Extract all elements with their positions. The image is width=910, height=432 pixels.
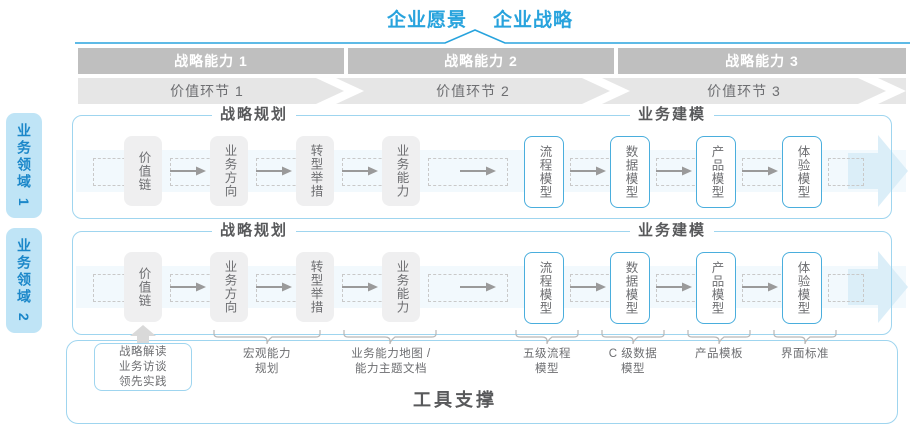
domain-tab-2: 业务领域 2 bbox=[6, 228, 42, 333]
row-2-flow-arrow bbox=[848, 251, 908, 323]
row-1-arrow-6 bbox=[656, 166, 692, 176]
capability-cell-3: 战略能力 3 bbox=[618, 48, 906, 74]
row-2-node-data-model[interactable]: 数据模型 bbox=[610, 252, 650, 324]
row-1-node-experience-model[interactable]: 体验模型 bbox=[782, 136, 822, 208]
row-1-planning-caption: 战略规划 bbox=[212, 107, 297, 123]
row-1-arrow-1 bbox=[170, 166, 206, 176]
row-2-node-business-direction[interactable]: 业务方向 bbox=[210, 252, 248, 322]
capability-cell-2: 战略能力 2 bbox=[348, 48, 614, 74]
annotation-data-model: C 级数据 模型 bbox=[608, 348, 658, 375]
row-2-planning-caption: 战略规划 bbox=[212, 223, 297, 239]
row-2-node-product-model[interactable]: 产品模型 bbox=[696, 252, 736, 324]
row-1-track-8 bbox=[828, 158, 864, 186]
brace-interface-standard bbox=[773, 330, 837, 344]
row-2-arrow-5 bbox=[570, 282, 606, 292]
value-chain-label-2: 价值环节 2 bbox=[436, 83, 510, 99]
annotation-product-template: 产品模板 bbox=[695, 348, 743, 360]
row-1-flow-arrow bbox=[848, 135, 908, 207]
row-2-arrow-7 bbox=[742, 282, 778, 292]
annotation-macro-capability: 宏观能力 规划 bbox=[243, 348, 291, 375]
row-2-node-process-model[interactable]: 流程模型 bbox=[524, 252, 564, 324]
brace-capability-map bbox=[343, 330, 437, 344]
row-1-modeling-caption: 业务建模 bbox=[630, 107, 715, 123]
row-1-node-product-model[interactable]: 产品模型 bbox=[696, 136, 736, 208]
capability-bar: 战略能力 1 战略能力 2 战略能力 3 bbox=[78, 48, 906, 74]
value-chain-chevrons bbox=[78, 78, 906, 104]
row-1-node-business-capability[interactable]: 业务能力 bbox=[382, 136, 420, 206]
annotation-box-strategy-inputs[interactable]: 战略解读 业务访谈 领先实践 bbox=[94, 343, 192, 391]
strategy-title: 企业战略 bbox=[493, 9, 574, 31]
vision-title: 企业愿景 bbox=[386, 9, 467, 31]
brace-process-model bbox=[515, 330, 579, 344]
row-1-arrow-7 bbox=[742, 166, 778, 176]
business-domain-2-container bbox=[72, 231, 892, 335]
row-2-node-business-capability[interactable]: 业务能力 bbox=[382, 252, 420, 322]
annotation-interface-standard: 界面标准 bbox=[781, 348, 829, 360]
value-chain-label-1: 价值环节 1 bbox=[170, 83, 244, 99]
row-1-arrow-4 bbox=[460, 166, 496, 176]
row-2-track-8 bbox=[828, 274, 864, 302]
row-2-arrow-6 bbox=[656, 282, 692, 292]
business-domain-1-container bbox=[72, 115, 892, 219]
row-1-node-business-direction[interactable]: 业务方向 bbox=[210, 136, 248, 206]
bracket-connector-line bbox=[75, 29, 910, 44]
annotation-line-3: 领先实践 bbox=[119, 375, 167, 388]
row-2-arrow-1 bbox=[170, 282, 206, 292]
tool-support-container bbox=[66, 340, 898, 424]
row-1-arrow-2 bbox=[256, 166, 292, 176]
row-1-arrow-5 bbox=[570, 166, 606, 176]
annotation-process-model: 五级流程 模型 bbox=[523, 348, 571, 375]
row-2-track-4 bbox=[428, 274, 508, 302]
row-2-node-experience-model[interactable]: 体验模型 bbox=[782, 252, 822, 324]
row-2-arrow-4 bbox=[460, 282, 496, 292]
brace-data-model bbox=[601, 330, 665, 344]
brace-macro-capability bbox=[213, 330, 321, 344]
top-titles: 企业愿景 企业战略 bbox=[340, 4, 620, 32]
value-chain-label-3: 价值环节 3 bbox=[707, 83, 781, 99]
value-chain-bar: 价值环节 1 价值环节 2 价值环节 3 bbox=[78, 78, 906, 104]
brace-product-template bbox=[687, 330, 751, 344]
row-1-node-transformation[interactable]: 转型举措 bbox=[296, 136, 334, 206]
row-2-arrow-2 bbox=[256, 282, 292, 292]
domain-tab-1: 业务领域 1 bbox=[6, 113, 42, 218]
row-2-modeling-caption: 业务建模 bbox=[630, 223, 715, 239]
row-1-node-process-model[interactable]: 流程模型 bbox=[524, 136, 564, 208]
row-2-node-value-chain[interactable]: 价值链 bbox=[124, 252, 162, 322]
tool-support-title: 工具支撑 bbox=[413, 390, 497, 410]
row-2-arrow-3 bbox=[342, 282, 378, 292]
row-1-arrow-3 bbox=[342, 166, 378, 176]
row-1-node-value-chain[interactable]: 价值链 bbox=[124, 136, 162, 206]
capability-cell-1: 战略能力 1 bbox=[78, 48, 344, 74]
row-1-track-4 bbox=[428, 158, 508, 186]
value-chain-callout-arrow bbox=[130, 325, 156, 343]
row-1-node-data-model[interactable]: 数据模型 bbox=[610, 136, 650, 208]
annotation-line-1: 战略解读 bbox=[119, 345, 167, 358]
annotation-line-2: 业务访谈 bbox=[119, 360, 167, 373]
annotation-capability-map: 业务能力地图 / 能力主题文档 bbox=[351, 348, 431, 375]
row-2-node-transformation[interactable]: 转型举措 bbox=[296, 252, 334, 322]
